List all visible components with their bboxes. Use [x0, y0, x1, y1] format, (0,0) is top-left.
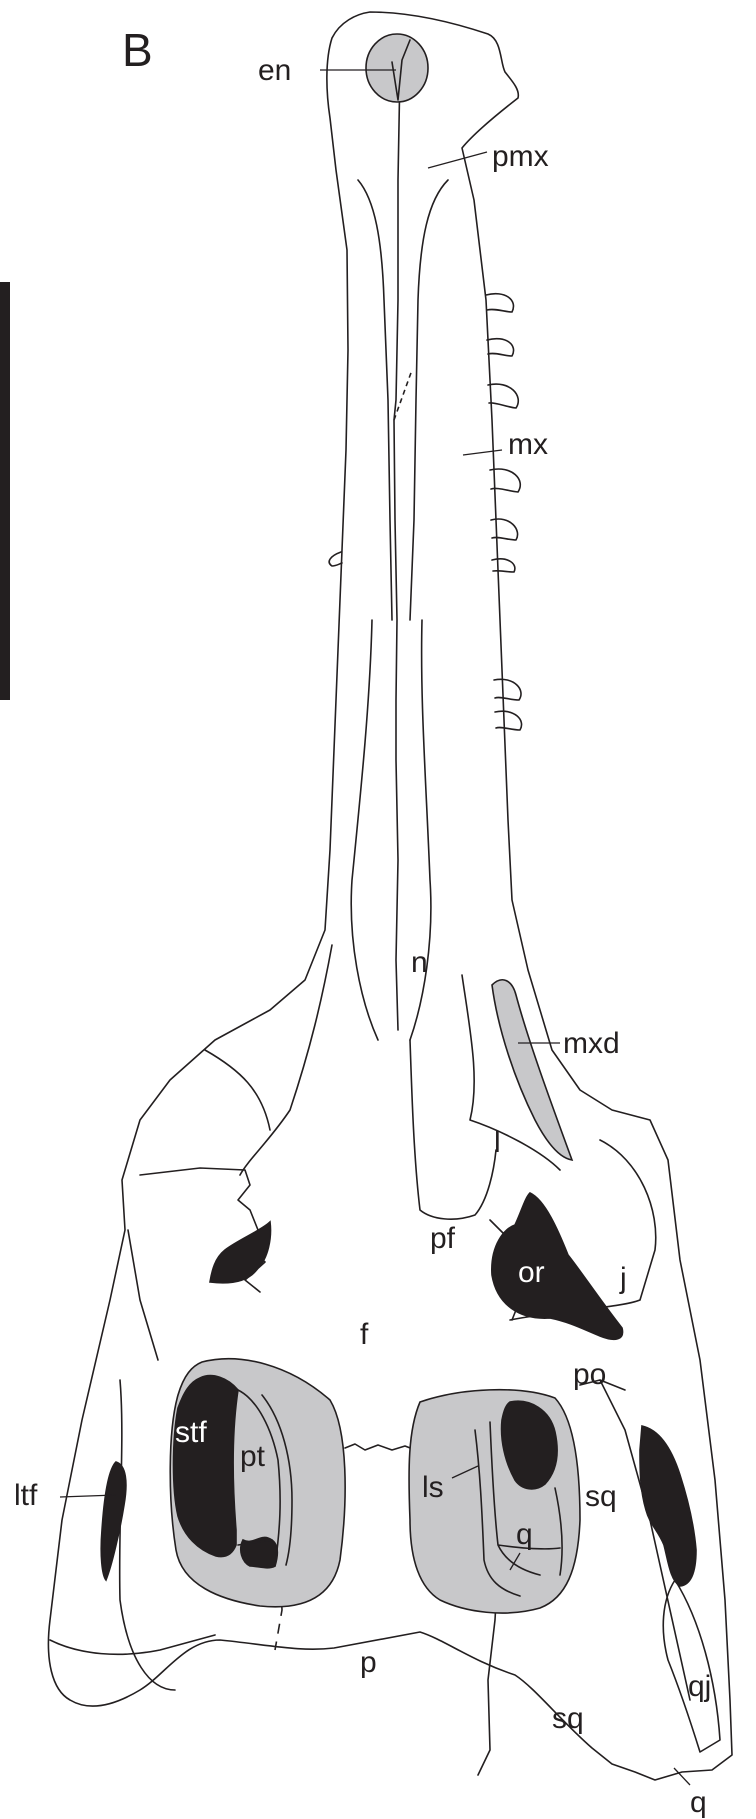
label-l: l: [494, 1126, 501, 1159]
leader-mx: [463, 450, 502, 455]
premaxilla-suture-right: [410, 180, 448, 620]
label-po: po: [573, 1358, 606, 1391]
quadratojugal-outline: [663, 1580, 720, 1752]
label-mxd: mxd: [563, 1027, 620, 1060]
tooth: [491, 519, 518, 540]
label-n: n: [411, 946, 428, 979]
label-en: en: [258, 54, 291, 87]
premaxilla-suture-left: [358, 180, 392, 620]
label-pmx: pmx: [492, 140, 549, 173]
label-sq-upper: sq: [585, 1480, 617, 1513]
label-f: f: [360, 1318, 369, 1351]
label-q-fenestra: q: [516, 1518, 533, 1551]
tooth: [488, 384, 518, 408]
label-pt: pt: [240, 1440, 266, 1473]
tooth: [487, 339, 514, 356]
prefrontal-outline: [410, 1040, 496, 1219]
label-pf: pf: [430, 1222, 456, 1255]
right-lateral-temporal-fenestra: [640, 1426, 696, 1586]
label-stf: stf: [175, 1416, 207, 1449]
panel-label: B: [122, 24, 153, 76]
scale-bar: [0, 282, 10, 700]
left-lateral-temporal-fenestra: [101, 1462, 126, 1580]
tooth: [495, 711, 522, 730]
left-orbit-opening: [210, 1222, 271, 1283]
label-ls: ls: [422, 1471, 444, 1504]
label-q-bottom: q: [690, 1786, 707, 1819]
leader-q-bottom: [674, 1768, 690, 1785]
tooth: [486, 294, 513, 312]
orbit: [492, 1193, 623, 1339]
tooth: [492, 559, 515, 572]
leader-lines: [60, 70, 690, 1785]
label-qj: qj: [688, 1670, 711, 1703]
interfenestral-suture: [345, 1444, 418, 1451]
midline-suture: [394, 70, 400, 1030]
label-j: j: [619, 1262, 627, 1295]
label-mx: mx: [508, 428, 548, 461]
label-sq-lower: sq: [552, 1702, 584, 1735]
left-lacrimal-outline: [205, 945, 332, 1175]
skull-outline: [48, 12, 732, 1780]
leader-pmx: [428, 152, 487, 168]
teeth-row: [329, 294, 521, 730]
left-temporal-outline: [120, 1230, 175, 1690]
tooth-left: [329, 552, 342, 566]
label-p: p: [360, 1646, 377, 1679]
left-stf-dark: [174, 1376, 239, 1557]
label-ltf: ltf: [14, 1479, 38, 1512]
label-or: or: [518, 1256, 545, 1289]
tooth: [494, 679, 521, 700]
